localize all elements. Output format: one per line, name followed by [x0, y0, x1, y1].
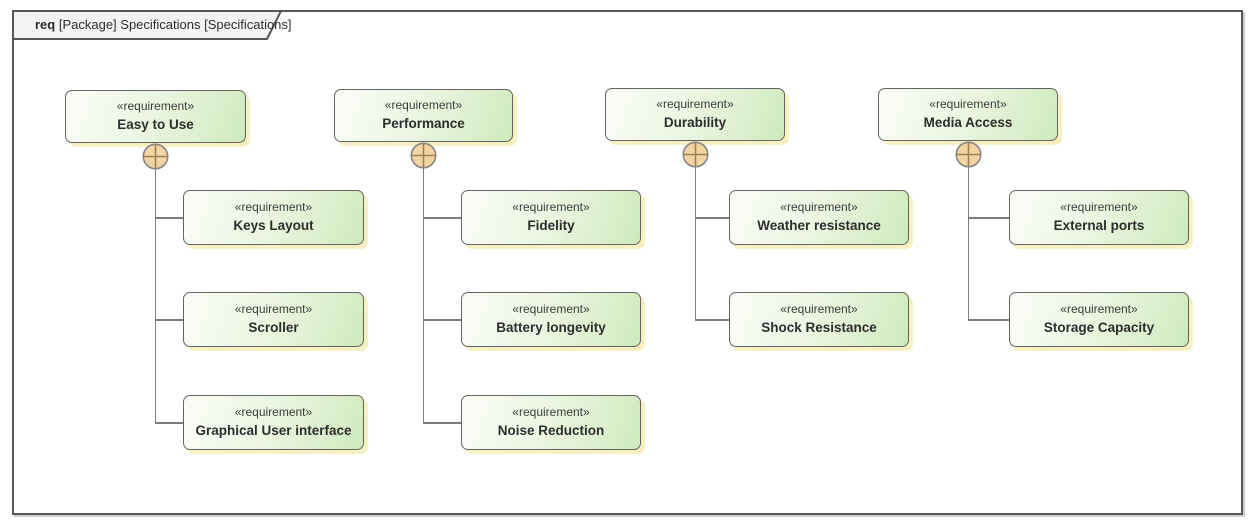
stereotype-label: «requirement» — [780, 302, 858, 317]
requirement-noise-reduction[interactable]: «requirement» Noise Reduction — [461, 395, 641, 450]
containment-trunk-line[interactable] — [154, 169, 157, 423]
requirement-media-access[interactable]: «requirement» Media Access — [878, 88, 1058, 141]
requirement-name: Easy to Use — [117, 117, 194, 133]
containment-crosshair-icon[interactable] — [142, 143, 169, 170]
stereotype-label: «requirement» — [234, 405, 313, 420]
stereotype-label: «requirement» — [780, 200, 858, 215]
stereotype-label: «requirement» — [234, 200, 313, 215]
requirement-durability[interactable]: «requirement» Durability — [605, 88, 785, 141]
containment-trunk-line[interactable] — [422, 168, 425, 423]
stereotype-label: «requirement» — [116, 99, 195, 114]
requirement-keys-layout[interactable]: «requirement» Keys Layout — [183, 190, 364, 245]
requirement-name: External ports — [1053, 218, 1145, 234]
stereotype-label: «requirement» — [512, 200, 590, 215]
requirement-weather-resistance[interactable]: «requirement» Weather resistance — [729, 190, 909, 245]
containment-branch-line[interactable] — [155, 422, 183, 424]
requirement-shock-resistance[interactable]: «requirement» Shock Resistance — [729, 292, 909, 347]
containment-crosshair-icon[interactable] — [682, 141, 709, 168]
containment-branch-line[interactable] — [423, 217, 461, 219]
requirement-name: Durability — [663, 115, 727, 131]
containment-branch-line[interactable] — [968, 217, 1009, 219]
requirement-performance[interactable]: «requirement» Performance — [334, 89, 513, 142]
requirement-name: Storage Capacity — [1043, 320, 1155, 336]
requirement-name: Battery longevity — [496, 320, 606, 336]
requirement-name: Scroller — [248, 320, 299, 336]
requirement-name: Media Access — [923, 115, 1013, 131]
requirement-name: Fidelity — [527, 218, 575, 234]
containment-trunk-line[interactable] — [967, 167, 970, 320]
frame-label-keyword: req — [35, 17, 56, 32]
frame-label-shape — [12, 10, 283, 40]
containment-branch-line[interactable] — [155, 217, 183, 219]
containment-crosshair-icon[interactable] — [410, 142, 437, 169]
containment-trunk-line[interactable] — [694, 167, 697, 320]
frame-label-text: req [Package] Specifications [Specificat… — [35, 10, 292, 39]
stereotype-label: «requirement» — [512, 302, 590, 317]
stereotype-label: «requirement» — [234, 302, 313, 317]
stereotype-label: «requirement» — [656, 97, 734, 112]
stereotype-label: «requirement» — [1060, 200, 1138, 215]
requirement-name: Graphical User interface — [195, 423, 352, 439]
requirement-name: Shock Resistance — [761, 320, 877, 336]
requirement-fidelity[interactable]: «requirement» Fidelity — [461, 190, 641, 245]
stereotype-label: «requirement» — [929, 97, 1007, 112]
requirement-graphical-user-interface[interactable]: «requirement» Graphical User interface — [183, 395, 364, 450]
requirement-battery-longevity[interactable]: «requirement» Battery longevity — [461, 292, 641, 347]
requirement-name: Performance — [382, 116, 465, 132]
containment-crosshair-icon[interactable] — [955, 141, 982, 168]
frame-label-title: [Package] Specifications [Specifications… — [55, 17, 292, 32]
containment-branch-line[interactable] — [155, 319, 183, 321]
stereotype-label: «requirement» — [512, 405, 590, 420]
containment-branch-line[interactable] — [968, 319, 1009, 321]
requirement-storage-capacity[interactable]: «requirement» Storage Capacity — [1009, 292, 1189, 347]
stereotype-label: «requirement» — [384, 98, 463, 113]
requirement-name: Noise Reduction — [497, 423, 605, 439]
containment-branch-line[interactable] — [423, 422, 461, 424]
diagram-frame-label: req [Package] Specifications [Specificat… — [12, 10, 292, 41]
containment-branch-line[interactable] — [423, 319, 461, 321]
requirement-name: Weather resistance — [757, 218, 881, 234]
containment-branch-line[interactable] — [695, 217, 729, 219]
requirement-easy-to-use[interactable]: «requirement» Easy to Use — [65, 90, 246, 143]
requirement-name: Keys Layout — [233, 218, 314, 234]
stereotype-label: «requirement» — [1060, 302, 1138, 317]
requirement-scroller[interactable]: «requirement» Scroller — [183, 292, 364, 347]
containment-branch-line[interactable] — [695, 319, 729, 321]
requirement-external-ports[interactable]: «requirement» External ports — [1009, 190, 1189, 245]
